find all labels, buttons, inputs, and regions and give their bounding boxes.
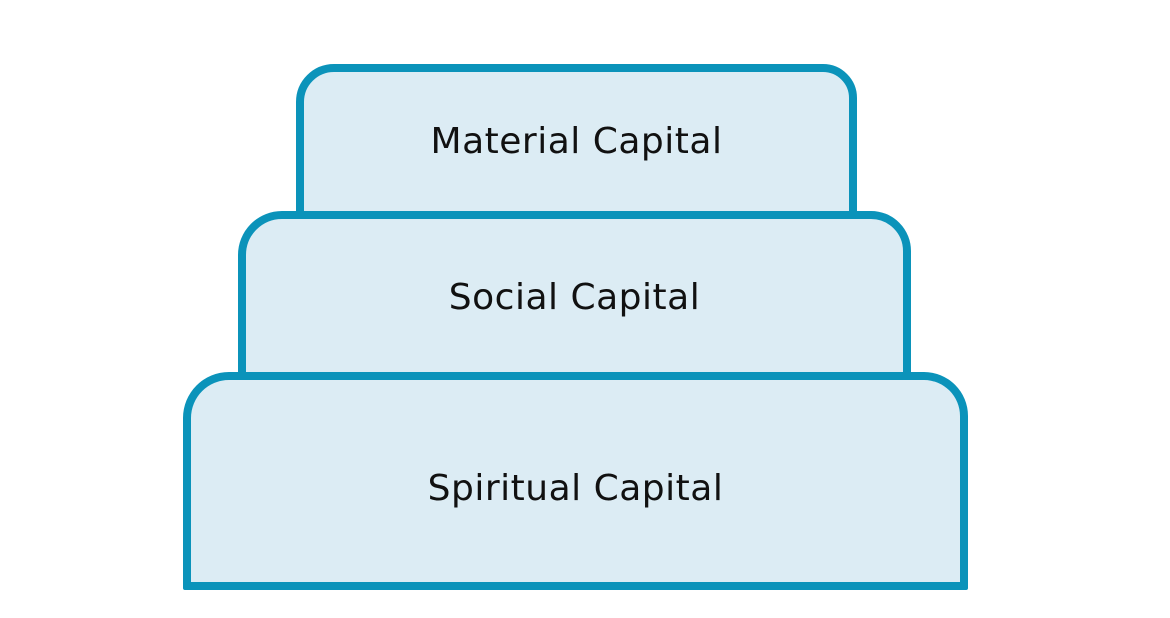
layer-spiritual-capital: Spiritual Capital [183,372,968,590]
layer-material-capital: Material Capital [296,64,857,224]
layer-label-material-capital: Material Capital [430,120,723,162]
layer-social-capital: Social Capital [238,211,911,387]
layer-label-social-capital: Social Capital [448,276,701,318]
layer-label-spiritual-capital: Spiritual Capital [427,467,724,509]
